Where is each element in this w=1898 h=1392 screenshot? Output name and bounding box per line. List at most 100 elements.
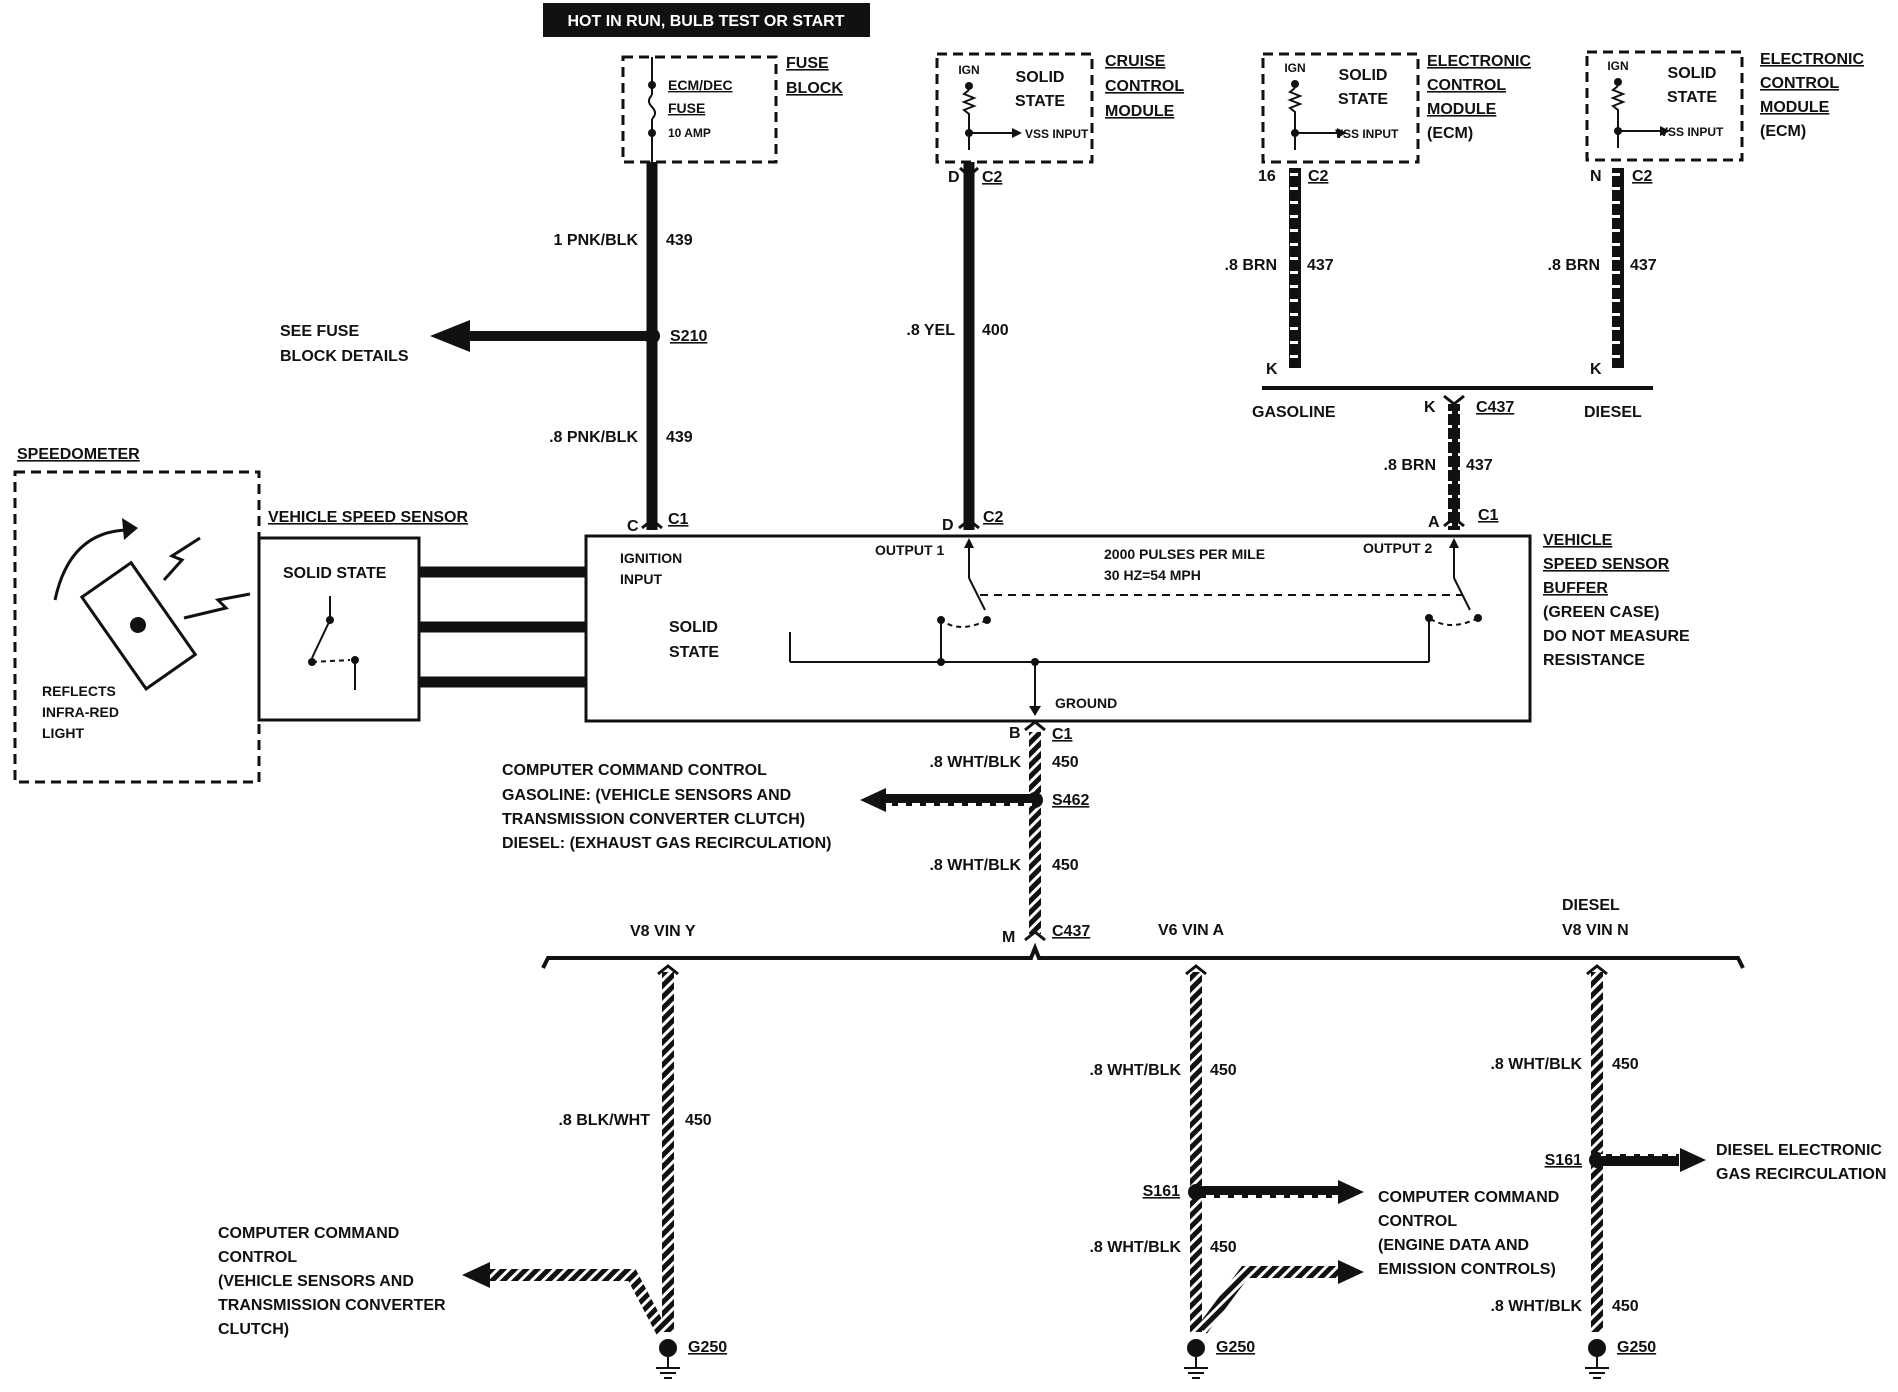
ecm-gas-conn: C2 [1308, 168, 1329, 185]
speedometer: SPEEDOMETER REFLECTS INFRA-RED LIGHT [13, 446, 261, 784]
wire-450-dsl-bot-gauge: .8 WHT/BLK [1490, 1298, 1582, 1315]
fuse-name-2: FUSE [668, 100, 705, 116]
fuse-block-label-2: BLOCK [786, 80, 843, 97]
buffer-name-3: BUFFER [1543, 580, 1608, 597]
diesel-egr-1: DIESEL ELECTRONIC [1716, 1142, 1882, 1159]
wire-450-v8y-circuit: 450 [685, 1112, 712, 1129]
wire-437-gasoline [1289, 168, 1301, 368]
wire-437-main-gauge: .8 BRN [1384, 457, 1436, 474]
cruise-vss-arrow-icon [1012, 128, 1022, 138]
buffer-note-1: (GREEN CASE) [1543, 604, 1659, 621]
reflects-3: LIGHT [42, 725, 84, 741]
light-bolt-2-icon [183, 592, 251, 620]
buffer-pin-c: C [627, 518, 639, 535]
ecm-gas-pin: 16 [1258, 168, 1276, 185]
vehicle-speed-sensor: VEHICLE SPEED SENSOR SOLID STATE [257, 509, 468, 722]
k-pin-dsl: K [1590, 361, 1602, 378]
wire-437-main-circuit: 437 [1466, 457, 1493, 474]
speed-sensor-buffer: C C1 D C2 A C1 IGNITION INPUT SOLID STAT… [584, 507, 1690, 723]
splice-s462-label: S462 [1052, 792, 1089, 809]
buffer-note-3: RESISTANCE [1543, 652, 1645, 669]
output-1-arrow-icon [964, 538, 974, 548]
variant-bus [541, 942, 1745, 969]
wire-450-v6a-top-gauge: .8 WHT/BLK [1089, 1062, 1181, 1079]
splice-s161-v6-label: S161 [1143, 1183, 1180, 1200]
cruise-conn: C2 [982, 169, 1003, 186]
wire-437-dsl-circuit: 437 [1630, 257, 1657, 274]
s161-v6-branch [1200, 1186, 1338, 1198]
ecm-gas-vss-input: VSS INPUT [1335, 127, 1399, 141]
ecm-dsl-solid-1: SOLID [1668, 65, 1717, 82]
reflects-2: INFRA-RED [42, 704, 119, 720]
buffer-note-2: DO NOT MEASURE [1543, 628, 1690, 645]
ccc-right-2: CONTROL [1378, 1213, 1457, 1230]
v8y-ccc-branch [478, 1269, 668, 1335]
diesel-label: DIESEL [1584, 404, 1642, 421]
ecm-dsl-pin: N [1590, 168, 1602, 185]
k-pin-c437: K [1424, 399, 1436, 416]
ecm-dsl-name-3: MODULE [1760, 99, 1830, 116]
v6a-arrow-icon [1338, 1260, 1364, 1284]
cruise-control-module: IGN SOLID STATE VSS INPUT CRUISE CONTROL… [935, 52, 1184, 186]
wire-450-v6a [1190, 972, 1202, 1332]
ccc-right-4: EMISSION CONTROLS) [1378, 1261, 1556, 1278]
cruise-solid-2: STATE [1015, 93, 1065, 110]
v6a-ccc-branch [1197, 1266, 1340, 1334]
wire-437-diesel [1612, 168, 1624, 368]
ecm-gas-solid-1: SOLID [1339, 67, 1388, 84]
ecm-diesel-module: IGN SOLID STATE VSS INPUT ELECTRONIC CON… [1585, 50, 1864, 185]
wire-450-v6a-bot-gauge: .8 WHT/BLK [1089, 1239, 1181, 1256]
ecm-dsl-name-4: (ECM) [1760, 123, 1806, 140]
ground-arrow-icon [1029, 706, 1041, 716]
buffer-conn-d: C2 [983, 509, 1004, 526]
wire-450-v6a-bot-circuit: 450 [1210, 1239, 1237, 1256]
fuse-icon [648, 94, 656, 120]
wire-450-v6a-top-circuit: 450 [1210, 1062, 1237, 1079]
wire-439-circuit-bottom: 439 [666, 429, 693, 446]
ground-g250-1-label: G250 [688, 1339, 727, 1356]
c437-bottom-pin: M [1002, 929, 1015, 946]
speedometer-title: SPEEDOMETER [17, 446, 140, 463]
wire-450-trunk [1029, 732, 1041, 934]
s161-dsl-branch [1601, 1154, 1679, 1166]
see-fuse-text-1: SEE FUSE [280, 323, 359, 340]
ccc-right-1: COMPUTER COMMAND [1378, 1189, 1559, 1206]
ecm-dsl-solid-2: STATE [1667, 89, 1717, 106]
wire-439-gauge-bottom: .8 PNK/BLK [549, 429, 638, 446]
buffer-solid-2: STATE [669, 644, 719, 661]
buffer-name-1: VEHICLE [1543, 532, 1613, 549]
ground-g250-3 [1588, 1339, 1606, 1357]
pulses-1: 2000 PULSES PER MILE [1104, 546, 1265, 562]
ignition-input-1: IGNITION [620, 550, 682, 566]
variant-v8y: V8 VIN Y [630, 923, 696, 940]
ecm-gas-ign: IGN [1284, 61, 1305, 75]
ccc-left-5: CLUTCH) [218, 1321, 289, 1338]
splice-s161-dsl-label: S161 [1545, 1152, 1582, 1169]
hot-banner: HOT IN RUN, BULB TEST OR START [543, 3, 870, 37]
variant-v6a: V6 VIN A [1158, 922, 1225, 939]
ccc-left-2: CONTROL [218, 1249, 297, 1266]
ccc-right-3: (ENGINE DATA AND [1378, 1237, 1529, 1254]
ecm-gasoline-module: IGN SOLID STATE VSS INPUT ELECTRONIC CON… [1258, 52, 1531, 185]
reflects-1: REFLECTS [42, 683, 116, 699]
cruise-pin: D [948, 169, 960, 186]
buffer-name-2: SPEED SENSOR [1543, 556, 1670, 573]
ecm-dsl-ign: IGN [1607, 59, 1628, 73]
ecm-gas-vss-arrow-icon [1337, 128, 1347, 138]
ecm-gas-solid-2: STATE [1338, 91, 1388, 108]
ccc-note-1: COMPUTER COMMAND CONTROL [502, 762, 767, 779]
buffer-conn-a: C1 [1478, 507, 1499, 524]
splice-s210-label: S210 [670, 328, 707, 345]
wire-450-b-circuit: 450 [1052, 857, 1079, 874]
ecm-dsl-name-2: CONTROL [1760, 75, 1839, 92]
output-2-arrow-icon [1449, 538, 1459, 548]
cruise-name-2: CONTROL [1105, 78, 1184, 95]
wire-439-gauge-top: 1 PNK/BLK [554, 232, 639, 249]
fuse-name-1: ECM/DEC [668, 77, 733, 93]
fuse-block: ECM/DEC FUSE 10 AMP FUSE BLOCK [621, 55, 843, 164]
buffer-pin-b: B [1009, 725, 1021, 742]
buffer-pin-d: D [942, 517, 954, 534]
hot-banner-text: HOT IN RUN, BULB TEST OR START [567, 13, 844, 30]
ground-g250-2-label: G250 [1216, 1339, 1255, 1356]
ccc-note-2: GASOLINE: (VEHICLE SENSORS AND [502, 787, 791, 804]
